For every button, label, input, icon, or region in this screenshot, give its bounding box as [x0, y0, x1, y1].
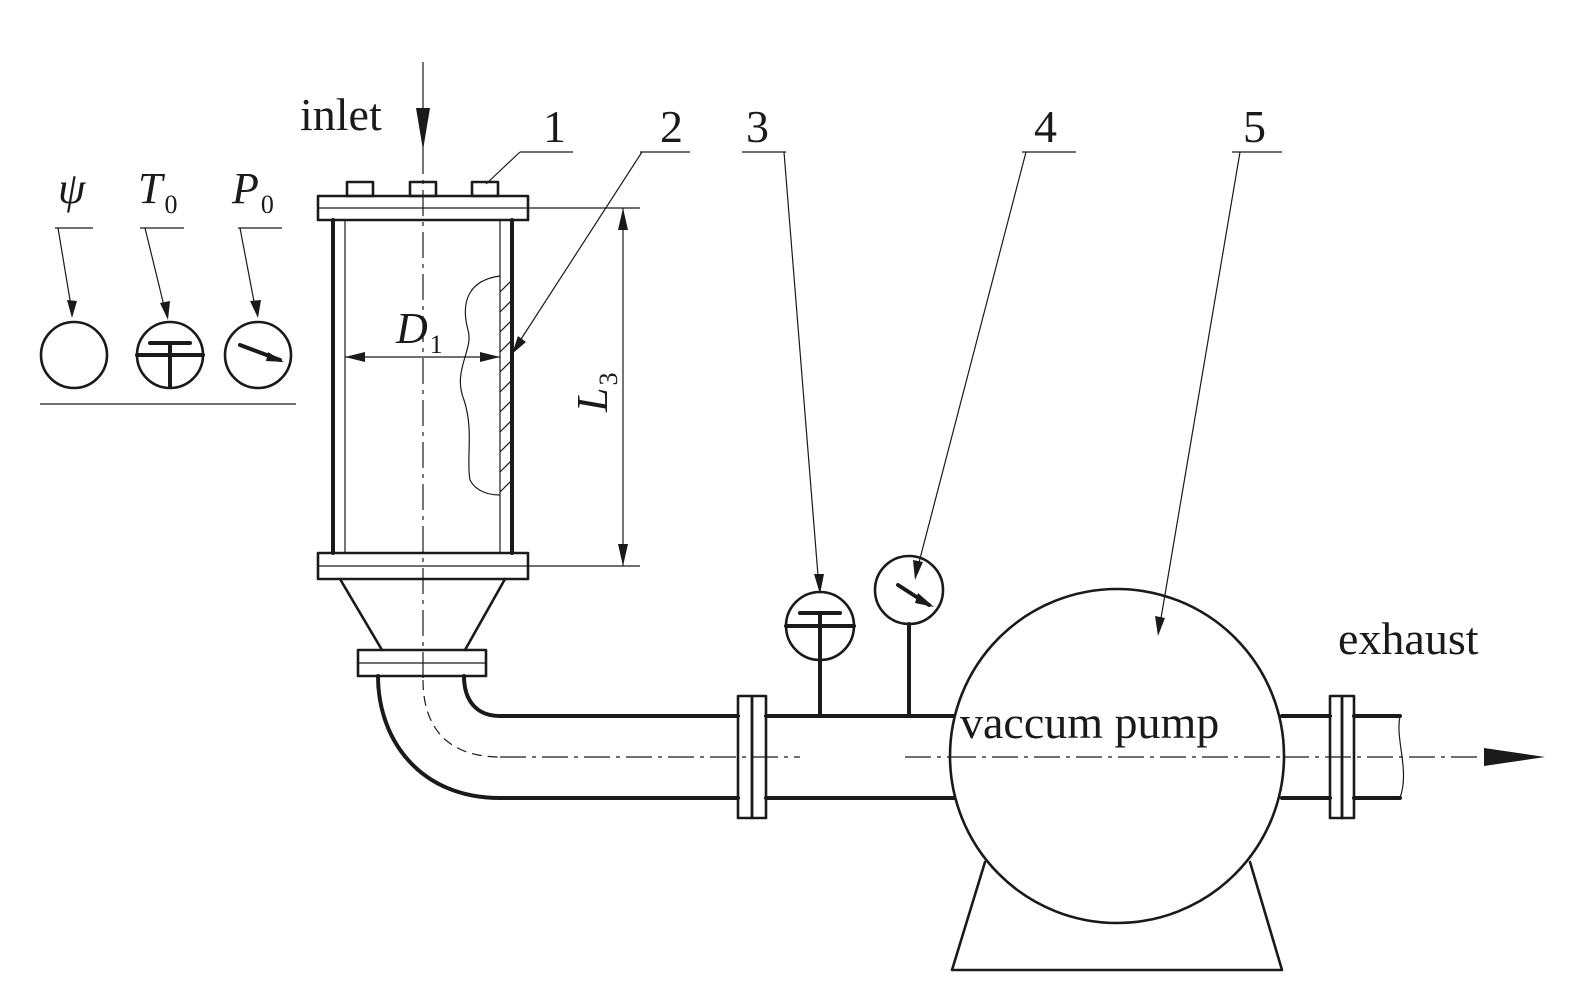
pipe-thermometer	[784, 590, 856, 718]
inlet-label: inlet	[300, 89, 382, 140]
pump-base	[950, 860, 1284, 972]
inlet-group: inlet	[300, 62, 430, 150]
filter-vessel: D1 L3	[316, 148, 640, 680]
top-bolt-right	[470, 180, 500, 198]
callout-4: 4	[1034, 101, 1057, 152]
exhaust-arrow-icon	[1484, 748, 1545, 766]
callouts: 1 2 3 4 5	[485, 101, 1282, 636]
top-bolt-left	[345, 180, 375, 198]
pipe-pressure-gauge	[873, 554, 945, 718]
elbow-outer	[376, 674, 502, 800]
humidity-sensor-icon	[39, 320, 109, 390]
exhaust-label: exhaust	[1338, 613, 1479, 664]
pump-body-icon	[948, 587, 1286, 925]
legend-psi-symbol: ψ	[58, 164, 86, 213]
pump-label: vaccum pump	[960, 697, 1219, 748]
pressure-gauge-icon	[223, 320, 293, 390]
elbow-inner	[462, 674, 502, 718]
cone-reducer	[338, 577, 507, 652]
callout-5-leader	[1158, 151, 1241, 631]
callout-2-leader	[513, 151, 643, 351]
filter-element-hatch	[499, 279, 513, 493]
d1-label: D1	[395, 304, 443, 359]
legend-t0-symbol: T0	[138, 164, 177, 219]
legend: ψ T0 P0	[39, 164, 296, 405]
legend-psi-leader	[57, 227, 73, 313]
legend-p0-leader	[239, 227, 257, 313]
cutaway-break-line	[459, 275, 501, 496]
callout-1: 1	[543, 101, 566, 152]
pipe-break-line	[1398, 715, 1405, 799]
inlet-arrow-icon	[416, 108, 430, 150]
callout-2: 2	[660, 101, 683, 152]
legend-p0-symbol: P0	[231, 164, 274, 219]
thermometer-icon	[135, 320, 205, 390]
callout-5: 5	[1243, 101, 1266, 152]
vacuum-pump: vaccum pump	[948, 587, 1286, 972]
callout-3-leader	[783, 151, 820, 589]
callout-4-leader	[915, 151, 1027, 575]
callout-1-leader	[485, 151, 521, 185]
pipe-gauge-icon	[873, 554, 945, 626]
pipe-flange-right-b	[1340, 694, 1356, 820]
callout-3: 3	[746, 101, 769, 152]
legend-t0-leader	[144, 227, 167, 315]
l3-label: L3	[568, 373, 623, 413]
